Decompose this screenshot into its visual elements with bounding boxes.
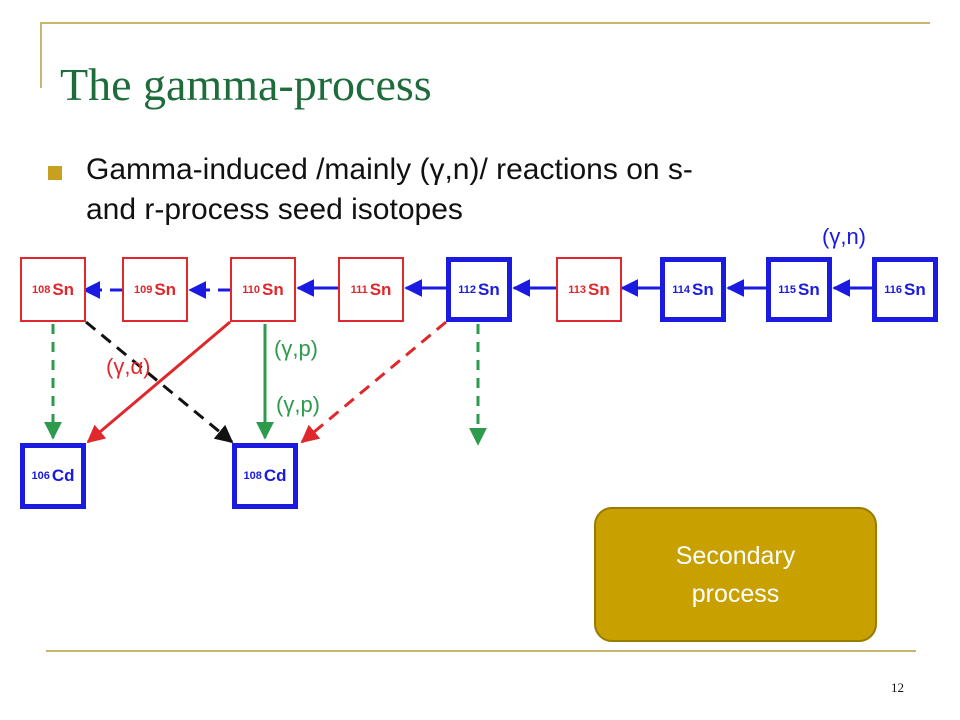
isotope-115sn-mass: 115 [778,283,796,296]
arrow-112sn-to-108cd [300,320,447,444]
arrow-108sn-to-108cd [85,320,234,444]
isotope-116sn-element: Sn [904,279,926,299]
isotope-108sn-mass: 108 [31,283,51,296]
isotope-108cd-mass: 108 [243,470,262,482]
isotope-108cd-element: Cd [263,466,287,485]
isotope-113sn-element: Sn [588,279,610,299]
isotope-106cd-mass: 106 [31,470,50,482]
bullet-line-2: and r-process seed isotopes [86,193,463,226]
label-gamma-p-lower: (γ,p) [276,392,320,417]
secondary-process-callout: Secondary process [594,507,877,642]
bottom-decor-line [46,650,916,652]
isotope-109sn-mass: 109 [133,283,153,296]
isotope-114sn-element: Sn [692,279,714,299]
isotope-109sn-element: Sn [154,279,177,299]
secondary-line-1: Secondary [675,541,796,570]
arrow-110sn-to-106cd [86,320,231,444]
isotope-115sn-element: Sn [798,279,820,299]
slide-title: The gamma-process [60,59,432,110]
isotope-110sn-mass: 110 [242,283,260,296]
top-decor-line [40,22,930,24]
secondary-line-2: process [691,579,780,608]
isotope-108sn-element: Sn [52,279,75,299]
label-gamma-n: (γ,n) [822,224,866,249]
bullet-text: Gamma-induced /mainly (γ,n)/ reactions o… [86,150,906,230]
isotope-112sn-element: Sn [478,279,500,299]
isotope-106cd-element: Cd [51,466,75,485]
label-gamma-alpha: (γ,α) [106,354,151,379]
isotope-116sn-mass: 116 [884,283,902,296]
isotope-111sn-element: Sn [369,279,392,299]
bullet-marker [48,166,62,180]
left-decor-line [40,22,42,88]
isotope-110sn-element: Sn [262,279,284,299]
isotope-113sn-mass: 113 [568,283,586,296]
bullet-line-1: Gamma-induced /mainly (γ,n)/ reactions o… [86,153,693,186]
page-number: 12 [891,680,904,695]
isotope-114sn-mass: 114 [672,283,690,296]
isotope-111sn-mass: 111 [350,283,368,296]
label-gamma-p-upper: (γ,p) [274,336,318,361]
isotope-112sn-mass: 112 [458,283,476,296]
